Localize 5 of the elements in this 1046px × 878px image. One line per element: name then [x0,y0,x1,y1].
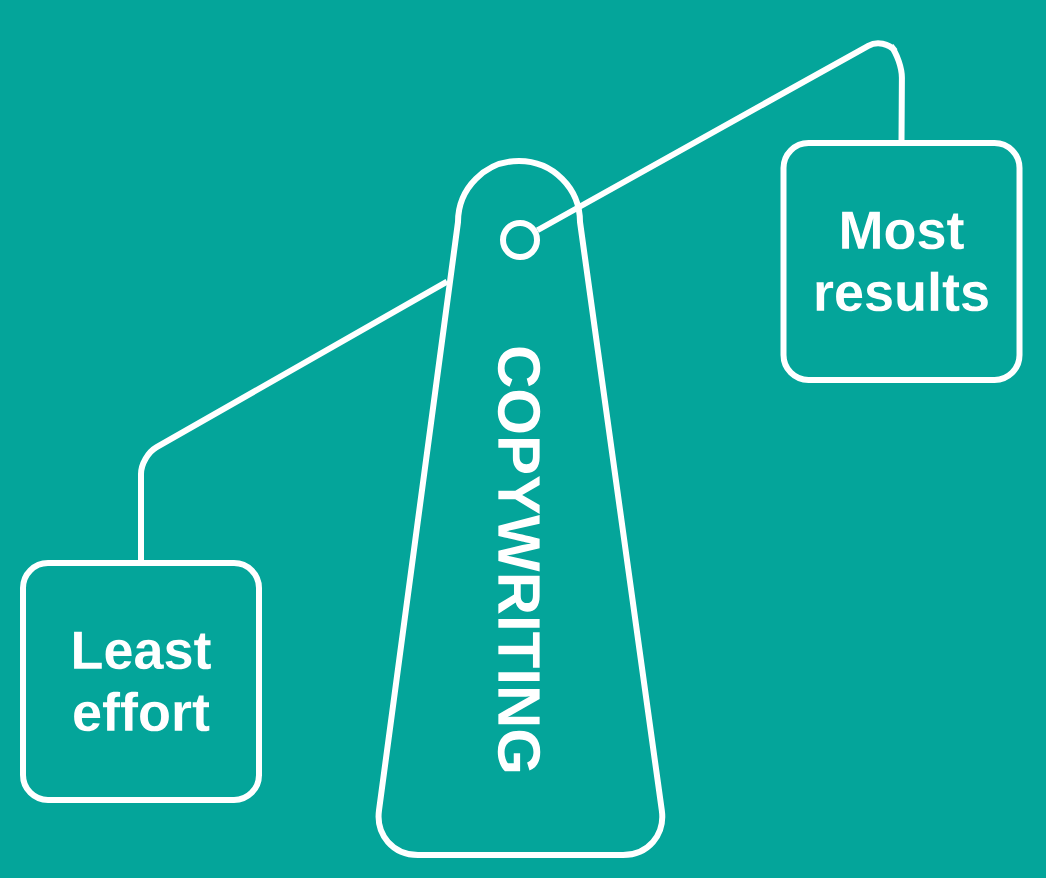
text-box: Least effort [20,560,262,803]
beam-line [536,40,905,233]
beam-line [138,278,449,560]
pivot-circle [500,220,540,260]
text-box: Most results [780,140,1023,383]
